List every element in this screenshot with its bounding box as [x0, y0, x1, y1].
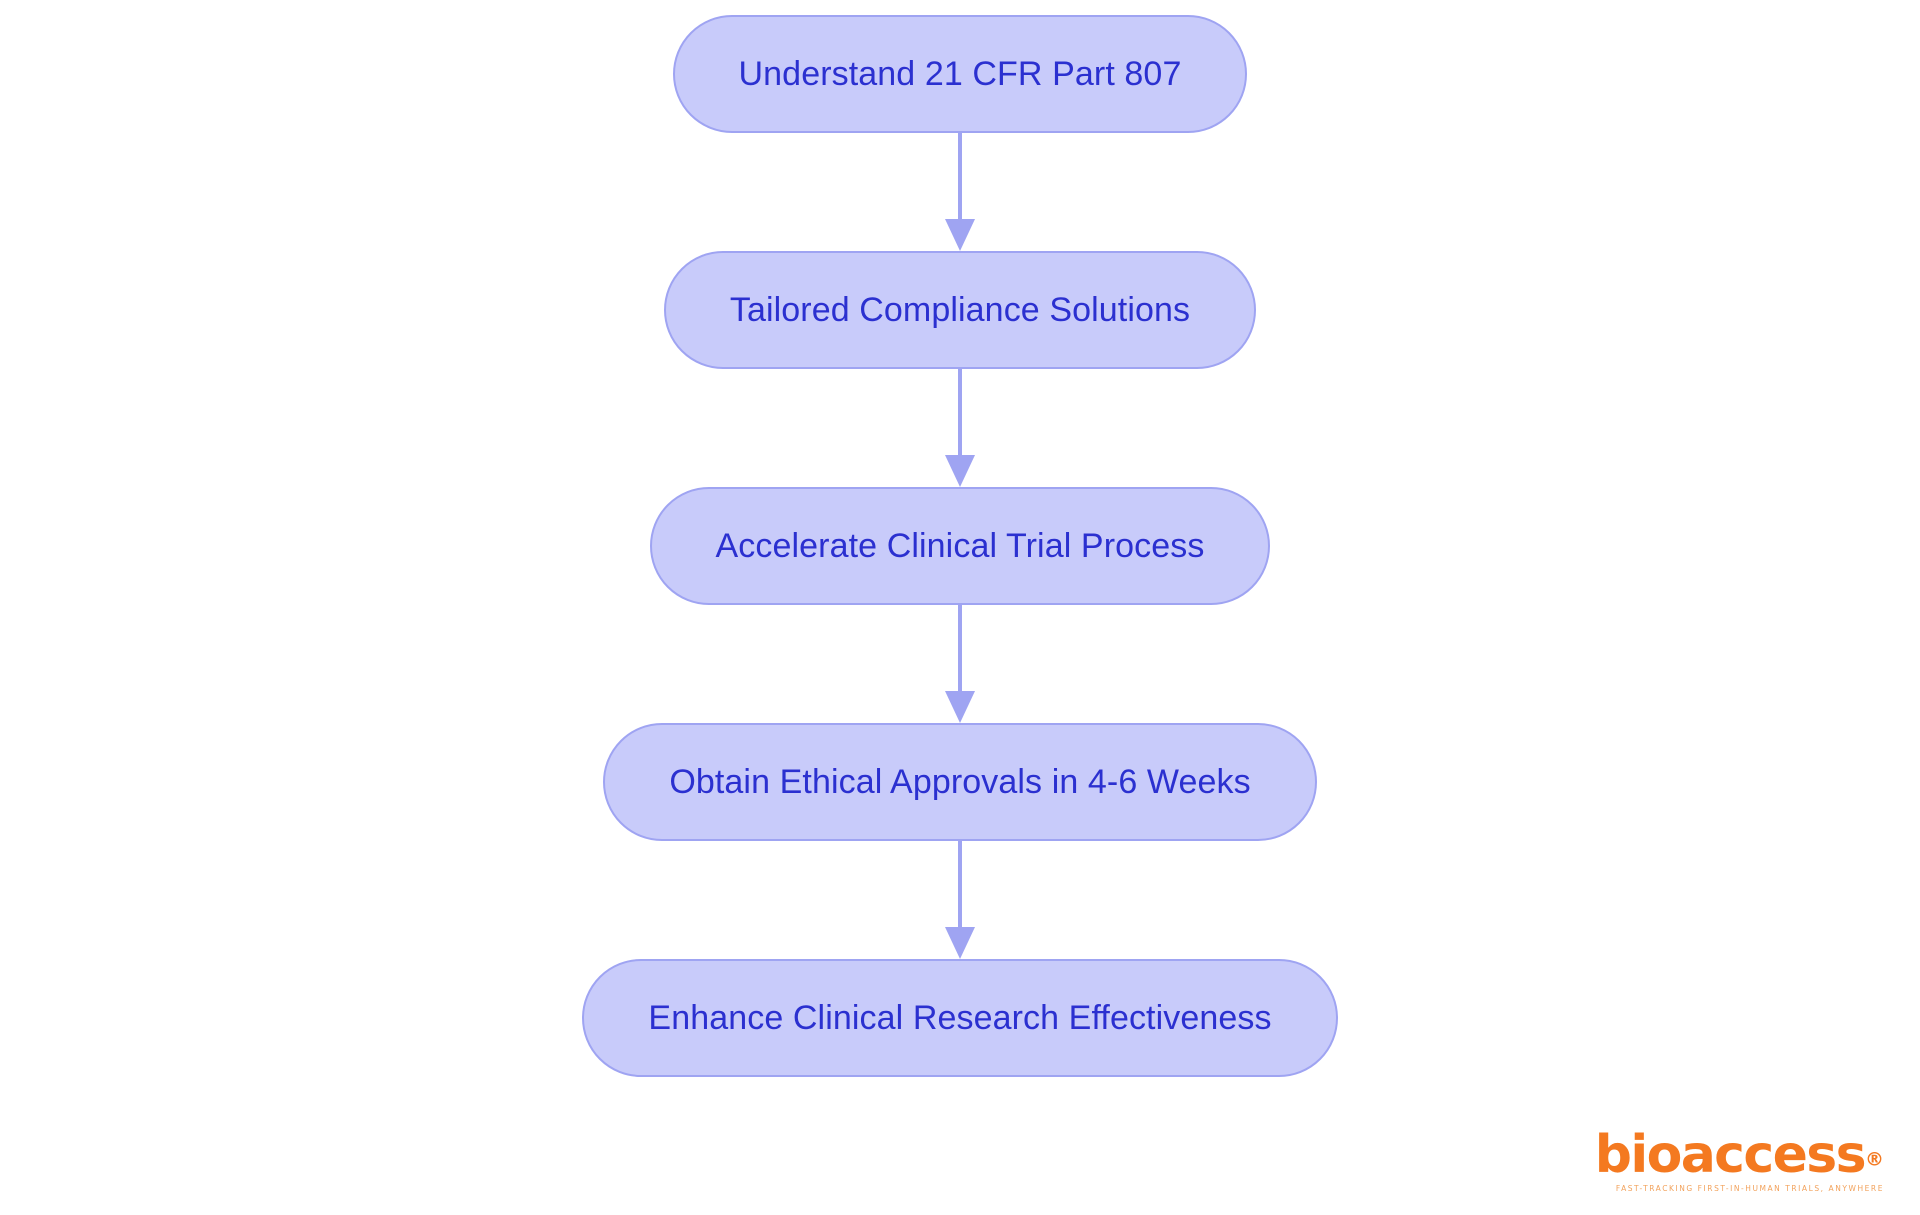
flow-connector-4-to-5 — [940, 841, 980, 959]
flow-connector-3-to-4 — [940, 605, 980, 723]
flow-node-tailored-compliance-solutions[interactable]: Tailored Compliance Solutions — [663, 251, 1257, 369]
flow-step-3: Accelerate Clinical Trial Process — [649, 487, 1271, 605]
connector-line — [958, 369, 962, 455]
connector-line — [958, 841, 962, 927]
connector-line — [958, 605, 962, 691]
flow-node-label: Obtain Ethical Approvals in 4-6 Weeks — [669, 763, 1251, 801]
flow-node-label: Enhance Clinical Research Effectiveness — [648, 999, 1272, 1037]
flowchart-node-column: Understand 21 CFR Part 807 Tailored Comp… — [0, 15, 1920, 1077]
flow-step-2: Tailored Compliance Solutions — [663, 251, 1257, 369]
registered-trademark-icon: ® — [1865, 1148, 1884, 1171]
flow-node-label: Understand 21 CFR Part 807 — [738, 55, 1182, 93]
flow-node-label: Tailored Compliance Solutions — [729, 291, 1191, 329]
flow-step-5: Enhance Clinical Research Effectiveness — [582, 959, 1338, 1077]
flow-node-obtain-ethical-approvals[interactable]: Obtain Ethical Approvals in 4-6 Weeks — [603, 723, 1317, 841]
connector-line — [958, 133, 962, 219]
bioaccess-logo: bioaccess® FAST-TRACKING FIRST-IN-HUMAN … — [1595, 1129, 1884, 1193]
arrowhead-down-icon — [945, 691, 975, 723]
brand-wordmark: bioaccess® — [1595, 1129, 1884, 1181]
flow-step-4: Obtain Ethical Approvals in 4-6 Weeks — [603, 723, 1317, 841]
flow-connector-1-to-2 — [940, 133, 980, 251]
flow-node-label: Accelerate Clinical Trial Process — [715, 527, 1205, 565]
flow-step-1: Understand 21 CFR Part 807 — [672, 15, 1248, 133]
flow-node-understand-21-cfr-part-807[interactable]: Understand 21 CFR Part 807 — [672, 15, 1248, 133]
flow-node-enhance-clinical-research-effectiveness[interactable]: Enhance Clinical Research Effectiveness — [582, 959, 1338, 1077]
brand-name-text: bioaccess — [1594, 1125, 1867, 1185]
arrowhead-down-icon — [945, 927, 975, 959]
arrowhead-down-icon — [945, 219, 975, 251]
flow-node-accelerate-clinical-trial-process[interactable]: Accelerate Clinical Trial Process — [649, 487, 1271, 605]
brand-tagline-text: FAST-TRACKING FIRST-IN-HUMAN TRIALS, ANY… — [1615, 1184, 1884, 1193]
flow-connector-2-to-3 — [940, 369, 980, 487]
arrowhead-down-icon — [945, 455, 975, 487]
